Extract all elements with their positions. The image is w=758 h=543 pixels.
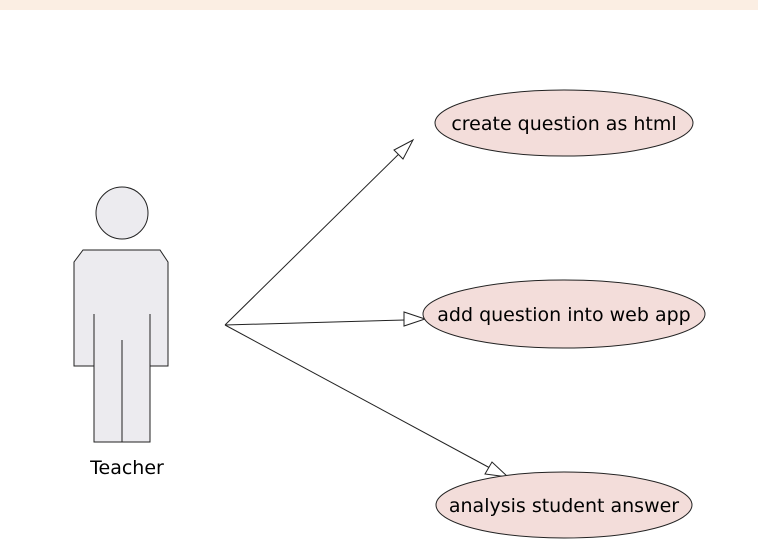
arrowhead-2 — [403, 311, 427, 327]
usecase-add-question[interactable]: add question into web app — [422, 279, 706, 349]
actor-teacher[interactable]: Teacher — [73, 186, 169, 479]
usecase-ellipse — [435, 471, 693, 539]
usecase-create-question[interactable]: create question as html — [434, 89, 694, 157]
usecase-label: analysis student answer — [449, 495, 679, 517]
association-line-2 — [224, 319, 406, 326]
actor-head — [95, 186, 149, 240]
association-line-3 — [224, 324, 491, 469]
association-line-1 — [224, 144, 409, 326]
usecase-analysis-answer[interactable]: analysis student answer — [435, 471, 693, 539]
usecase-ellipse — [434, 89, 694, 157]
actor-label: Teacher — [89, 457, 164, 479]
usecase-ellipse — [422, 279, 706, 349]
usecase-label: add question into web app — [437, 304, 690, 326]
top-band — [0, 0, 758, 10]
usecase-label: create question as html — [451, 113, 676, 135]
arrowhead-1 — [393, 138, 415, 160]
arrowhead-3 — [484, 461, 510, 478]
actor-body — [73, 249, 169, 443]
